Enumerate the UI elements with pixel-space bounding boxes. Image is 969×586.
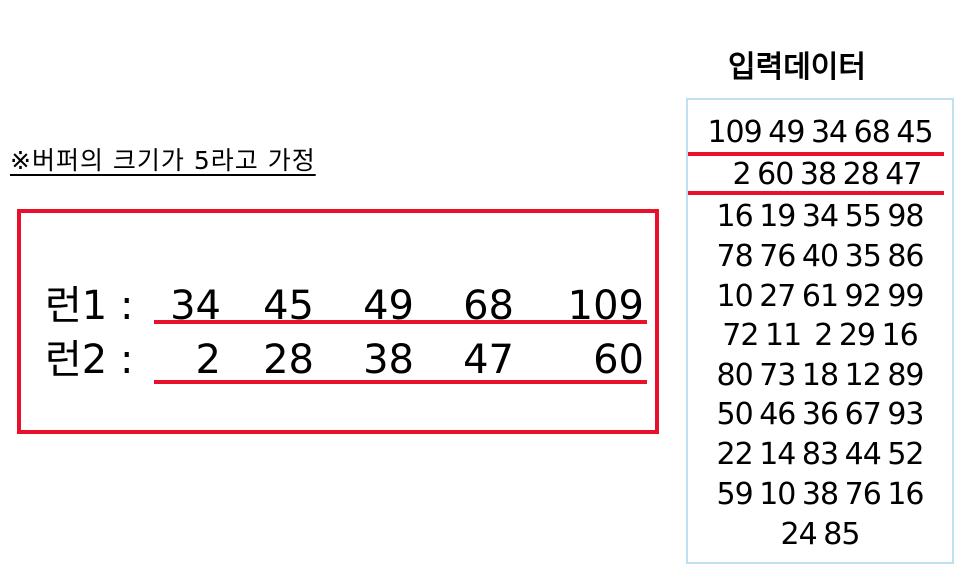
- run-1-underline: [154, 320, 647, 324]
- input-line-3: 16 19 34 55 98: [716, 199, 924, 234]
- input-line-2: 2 60 38 28 47: [732, 157, 923, 192]
- input-line-1-underline: [688, 152, 944, 156]
- run-2-value-1: 2: [195, 337, 221, 383]
- input-line-7: 80 73 18 12 89: [716, 358, 924, 393]
- run-2-value-2: 28: [263, 337, 314, 383]
- input-data-box: 109 49 34 68 45 2 60 38 28 47 16 19 34 5…: [686, 98, 954, 564]
- run-2-value-3: 38: [363, 337, 414, 383]
- input-line-10: 59 10 38 76 16: [716, 477, 924, 512]
- input-line-8: 50 46 36 67 93: [716, 397, 924, 432]
- run-2-underline: [154, 380, 647, 384]
- run-1-label: 런1 :: [45, 283, 134, 329]
- input-line-11: 24 85: [780, 517, 861, 552]
- run-2-value-4: 47: [463, 337, 514, 383]
- input-line-1: 109 49 34 68 45: [707, 115, 933, 150]
- buffer-size-note: ※버퍼의 크기가 5라고 가정: [10, 146, 316, 175]
- run-2-value-5: 60: [593, 337, 644, 383]
- runs-box: 런1 : 34 45 49 68 109 런2 : 2 28 38 47 60: [17, 209, 659, 434]
- input-data-title: 입력데이터: [728, 50, 866, 85]
- input-line-5: 10 27 61 92 99: [716, 279, 924, 314]
- input-line-2-underline: [688, 191, 944, 195]
- input-line-6: 72 11 2 29 16: [722, 318, 918, 353]
- run-2-label: 런2 :: [45, 337, 134, 383]
- input-line-9: 22 14 83 44 52: [716, 437, 924, 472]
- input-line-4: 78 76 40 35 86: [716, 239, 924, 274]
